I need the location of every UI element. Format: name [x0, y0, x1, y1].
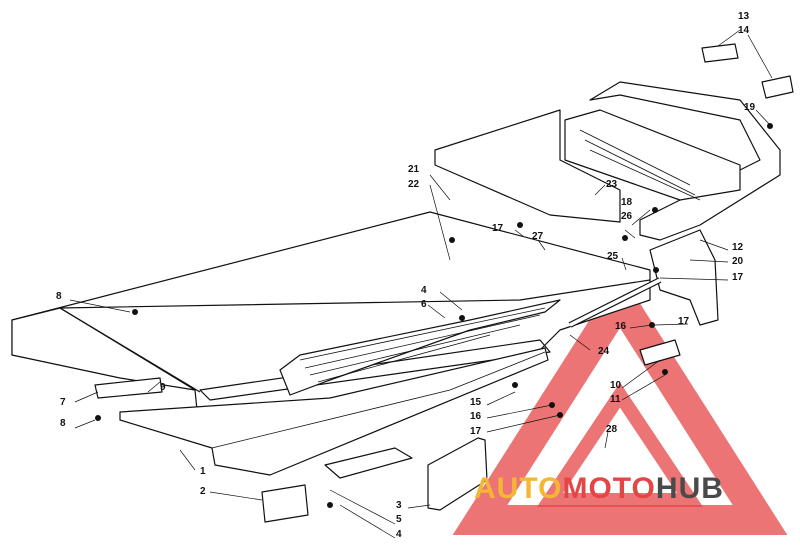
callout-5: 5	[396, 514, 402, 525]
callout-4-upper: 4	[421, 285, 427, 296]
left-flap	[59, 307, 201, 393]
callout-7: 7	[60, 397, 66, 408]
callout-20: 20	[732, 256, 744, 267]
callout-26: 26	[621, 211, 633, 222]
callout-22: 22	[408, 179, 420, 190]
callout-1: 1	[200, 466, 206, 477]
callout-10: 10	[610, 380, 622, 391]
callout-12: 12	[732, 242, 744, 253]
callout-11: 11	[610, 394, 621, 405]
callout-15: 15	[470, 397, 482, 408]
callout-8-lower: 8	[60, 418, 66, 429]
callout-13: 13	[738, 11, 750, 22]
callout-18: 18	[621, 197, 633, 208]
bracket-7	[94, 377, 163, 399]
callout-19: 19	[744, 102, 756, 113]
callout-14: 14	[738, 25, 750, 36]
callout-17-mid: 17	[678, 316, 690, 327]
callout-4-lower: 4	[396, 529, 402, 540]
callout-3: 3	[396, 500, 402, 511]
decal-14	[761, 75, 794, 99]
callout-6: 6	[421, 299, 427, 310]
callout-16-lower: 16	[470, 411, 482, 422]
callout-27: 27	[532, 231, 544, 242]
callout-17-upper: 17	[492, 223, 504, 234]
callout-8-upper: 8	[56, 291, 62, 302]
callout-28: 28	[606, 424, 618, 435]
rear-bumper	[589, 81, 781, 241]
plate-2	[261, 484, 309, 523]
callout-21: 21	[408, 164, 420, 175]
tunnel-top-edge	[59, 279, 651, 309]
rear-storage-box	[434, 109, 621, 223]
decal-13	[701, 43, 739, 63]
watermark-part-3: HUB	[655, 472, 724, 505]
tail-lamp	[639, 339, 681, 366]
callout-23: 23	[606, 179, 618, 190]
watermark-part-2: MOTO	[562, 472, 656, 505]
tunnel-side-rail	[199, 339, 551, 401]
callout-24: 24	[598, 346, 610, 357]
floor-pad	[324, 447, 413, 479]
callout-2: 2	[200, 486, 206, 497]
floor-panel	[119, 347, 549, 476]
snow-flap	[649, 229, 719, 326]
callout-9: 9	[160, 382, 166, 393]
callout-17-lower: 17	[470, 426, 482, 437]
watermark-part-1: AUTO	[474, 472, 563, 505]
watermark-automotohub: AUTOMOTOHUB	[474, 472, 724, 506]
seat-trim-strip	[279, 299, 561, 396]
hardware-fasteners	[95, 123, 773, 508]
rear-grill	[564, 109, 741, 201]
callout-25: 25	[607, 251, 619, 262]
leader-lines	[69, 29, 773, 539]
callout-16-upper: 16	[615, 321, 627, 332]
callout-17-right: 17	[732, 272, 744, 283]
bracket-3	[427, 437, 488, 511]
watermark-triangle-logo	[452, 272, 788, 535]
